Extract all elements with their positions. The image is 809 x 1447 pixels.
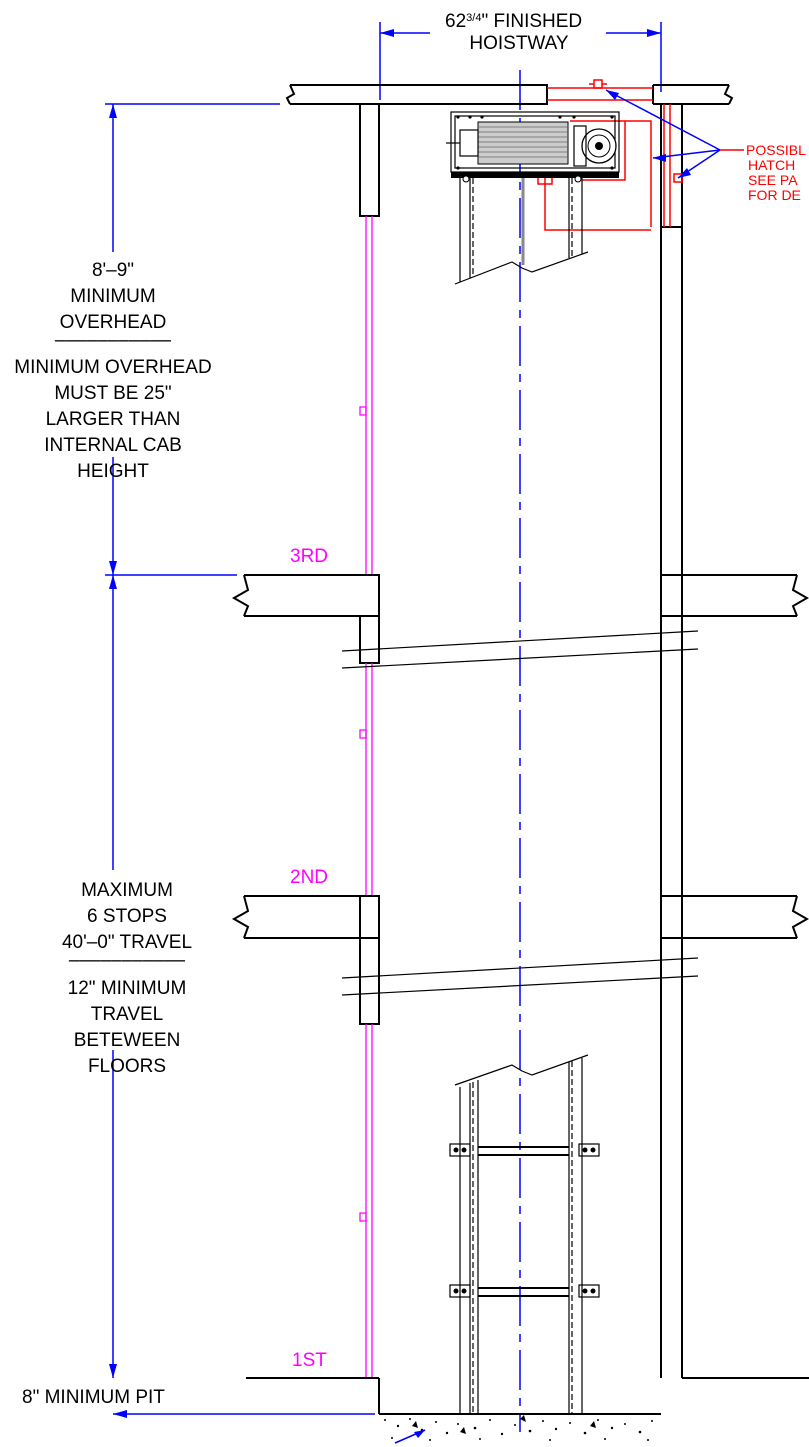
overhead-value: 8'–9"	[92, 260, 134, 281]
callout-line3: SEE PA	[748, 172, 798, 188]
guide-rail-left	[359, 216, 373, 1378]
overhead-dimension: 8'–9" MINIMUM OVERHEAD ––––––––––– MINIM…	[14, 104, 212, 575]
floor-3rd: 3RD	[105, 546, 809, 617]
hoistway-width-dimension: 623/4" FINISHED HOISTWAY	[379, 11, 662, 100]
travel-note2: TRAVEL	[91, 1004, 164, 1025]
overhead-divider: –––––––––––	[55, 330, 172, 351]
overhead-line2: MINIMUM	[70, 286, 155, 307]
callout-line1: POSSIBL	[746, 142, 806, 158]
floor-1st-and-pit: 1ST 8" MINIMUM PIT	[22, 1350, 809, 1444]
travel-dimension: MAXIMUM 6 STOPS 40'–0" TRAVEL ––––––––––…	[62, 575, 192, 1378]
upper-car-rails	[454, 178, 589, 285]
pit-label: 8" MINIMUM PIT	[22, 1387, 165, 1408]
top-slab	[105, 84, 734, 105]
break-lines-lower	[341, 957, 699, 996]
overhead-line3: OVERHEAD	[60, 312, 167, 333]
overhead-note5: HEIGHT	[77, 461, 149, 482]
travel-note1: 12" MINIMUM	[68, 978, 187, 999]
callout-line2: HATCH	[748, 157, 795, 173]
hatch-callout: POSSIBL HATCH SEE PA FOR DE	[605, 89, 806, 203]
travel-divider: –––––––––––	[69, 950, 186, 971]
travel-note4: FLOORS	[88, 1056, 166, 1077]
hoistway-width-label: " FINISHED	[481, 11, 582, 32]
floor-label-3rd: 3RD	[290, 546, 328, 567]
hoistway-width-fraction: 3/4	[466, 12, 481, 24]
floor-label-1st: 1ST	[292, 1350, 327, 1371]
svg-text:623/4" FINISHED: 623/4" FINISHED	[445, 11, 582, 32]
callout-line4: FOR DE	[748, 187, 801, 203]
hoistway-width-value: 62	[445, 11, 466, 32]
travel-line1: MAXIMUM	[81, 880, 173, 901]
hoistway-width-line2: HOISTWAY	[469, 33, 569, 54]
left-wall	[359, 103, 380, 1414]
floor-2nd: 2ND	[231, 867, 809, 939]
overhead-note2: MUST BE 25"	[54, 383, 171, 404]
right-wall	[660, 103, 683, 1378]
floor-label-2nd: 2ND	[290, 867, 328, 888]
travel-line3: 40'–0" TRAVEL	[62, 932, 192, 953]
travel-note3: BETEWEEN	[74, 1030, 181, 1051]
overhead-note1: MINIMUM OVERHEAD	[14, 357, 211, 378]
break-lines-upper	[341, 630, 699, 669]
drive-machine	[446, 111, 620, 265]
overhead-note4: INTERNAL CAB	[44, 435, 182, 456]
overhead-note3: LARGER THAN	[46, 409, 181, 430]
lower-car-frame	[449, 1054, 600, 1414]
travel-line2: 6 STOPS	[87, 906, 167, 927]
